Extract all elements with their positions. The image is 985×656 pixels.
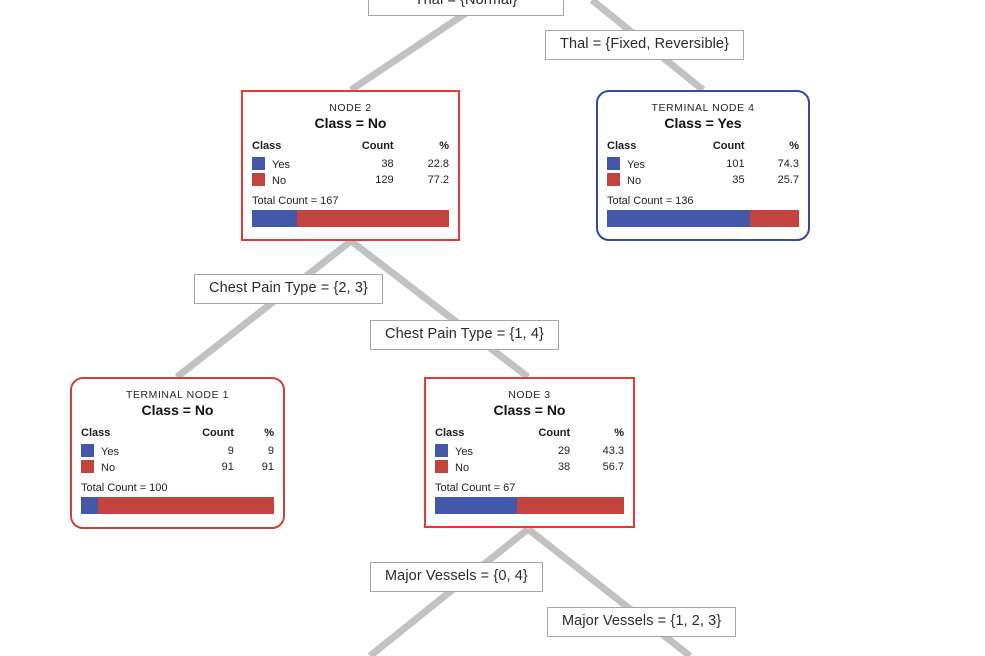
row-count: 35 bbox=[732, 174, 745, 186]
row-label: No bbox=[101, 462, 116, 474]
col-header-percent: % bbox=[789, 140, 799, 152]
table-row: No 129 77.2 bbox=[252, 172, 449, 188]
legend-swatch-yes bbox=[435, 444, 448, 457]
legend-swatch-yes bbox=[607, 157, 620, 170]
col-header-count: Count bbox=[712, 140, 745, 152]
bar-segment-no bbox=[296, 210, 449, 227]
node-title: TERMINAL NODE 1 bbox=[126, 389, 229, 401]
node-card-node-2[interactable]: NODE 2 Class = No Class Count % Yes 38 2… bbox=[241, 90, 460, 241]
table-row: Yes 101 74.3 bbox=[607, 156, 799, 172]
row-count: 129 bbox=[375, 174, 394, 186]
bar-segment-no bbox=[749, 210, 799, 227]
edge-label-thal-normal[interactable]: Thal = {Normal} bbox=[368, 0, 564, 16]
row-percent: 25.7 bbox=[777, 174, 799, 186]
col-header-class: Class bbox=[435, 427, 465, 439]
edge-label-major-vessels-1-2-3[interactable]: Major Vessels = {1, 2, 3} bbox=[547, 607, 737, 637]
edge-root-to-node2 bbox=[349, 10, 468, 93]
edge-node2-to-terminal1 bbox=[174, 238, 354, 380]
bar-segment-yes bbox=[81, 497, 99, 514]
row-count: 9 bbox=[227, 445, 234, 457]
table-row: No 35 25.7 bbox=[607, 172, 799, 188]
col-header-count: Count bbox=[538, 427, 571, 439]
edge-label-chest-pain-2-3[interactable]: Chest Pain Type = {2, 3} bbox=[194, 274, 383, 304]
edge-label-chest-pain-1-4[interactable]: Chest Pain Type = {1, 4} bbox=[370, 320, 559, 350]
node-class-table: Class Count % Yes 9 9 No 91 bbox=[81, 427, 274, 475]
total-count-label: Total Count = 67 bbox=[435, 482, 516, 494]
row-label: Yes bbox=[627, 159, 645, 171]
row-label: Yes bbox=[455, 446, 473, 458]
col-header-class: Class bbox=[607, 140, 637, 152]
row-percent: 22.8 bbox=[427, 158, 449, 170]
row-count: 91 bbox=[221, 461, 234, 473]
table-row: Yes 29 43.3 bbox=[435, 443, 624, 459]
node-title: NODE 3 bbox=[508, 389, 551, 401]
row-percent: 74.3 bbox=[777, 158, 799, 170]
row-label: Yes bbox=[272, 159, 290, 171]
edge-node3-to-left-child bbox=[367, 526, 531, 656]
row-count: 38 bbox=[557, 461, 571, 473]
bar-segment-yes bbox=[607, 210, 750, 227]
table-header-row: Class Count % bbox=[435, 427, 624, 443]
col-header-count: Count bbox=[202, 427, 234, 439]
edge-label-thal-fixed-reversible[interactable]: Thal = {Fixed, Reversible} bbox=[545, 30, 745, 60]
row-count: 38 bbox=[381, 158, 394, 170]
table-row: No 38 56.7 bbox=[435, 459, 624, 475]
col-header-percent: % bbox=[264, 427, 274, 439]
class-distribution-bar bbox=[607, 210, 799, 227]
node-card-terminal-node-4[interactable]: TERMINAL NODE 4 Class = Yes Class Count … bbox=[596, 90, 810, 241]
total-count-label: Total Count = 100 bbox=[81, 482, 168, 494]
edge-node3-to-right-child bbox=[525, 526, 693, 656]
total-count-label: Total Count = 136 bbox=[607, 195, 694, 207]
node-card-terminal-node-1[interactable]: TERMINAL NODE 1 Class = No Class Count %… bbox=[70, 377, 285, 529]
row-percent: 9 bbox=[267, 445, 274, 457]
node-class-label: Class = No bbox=[493, 402, 566, 418]
class-distribution-bar bbox=[81, 497, 274, 514]
bar-segment-no bbox=[98, 497, 274, 514]
legend-swatch-no bbox=[81, 460, 94, 473]
node-title: TERMINAL NODE 4 bbox=[651, 102, 755, 114]
table-header-row: Class Count % bbox=[81, 427, 274, 443]
table-row: Yes 38 22.8 bbox=[252, 156, 449, 172]
row-label: No bbox=[272, 175, 287, 187]
legend-swatch-no bbox=[435, 460, 448, 473]
node-class-table: Class Count % Yes 38 22.8 No 129 bbox=[252, 140, 449, 188]
row-percent: 77.2 bbox=[427, 174, 449, 186]
bar-segment-yes bbox=[252, 210, 297, 227]
bar-segment-yes bbox=[435, 497, 517, 514]
node-class-table: Class Count % Yes 29 43.3 No 38 bbox=[435, 427, 624, 475]
edge-label-major-vessels-0-4[interactable]: Major Vessels = {0, 4} bbox=[370, 562, 543, 592]
node-card-node-3[interactable]: NODE 3 Class = No Class Count % Yes 29 4… bbox=[424, 377, 635, 528]
col-header-percent: % bbox=[614, 427, 624, 439]
node-class-table: Class Count % Yes 101 74.3 No 35 bbox=[607, 140, 799, 188]
col-header-count: Count bbox=[361, 140, 394, 152]
table-row: No 91 91 bbox=[81, 459, 274, 475]
table-header-row: Class Count % bbox=[607, 140, 799, 156]
col-header-percent: % bbox=[439, 140, 449, 152]
row-percent: 91 bbox=[261, 461, 274, 473]
legend-swatch-yes bbox=[81, 444, 94, 457]
row-count: 29 bbox=[557, 445, 571, 457]
legend-swatch-no bbox=[252, 173, 265, 186]
col-header-class: Class bbox=[81, 427, 111, 439]
total-count-label: Total Count = 167 bbox=[252, 195, 339, 207]
row-label: No bbox=[455, 462, 470, 474]
class-distribution-bar bbox=[252, 210, 449, 227]
col-header-class: Class bbox=[252, 140, 282, 152]
node-class-label: Class = Yes bbox=[664, 115, 742, 131]
row-label: No bbox=[627, 175, 642, 187]
table-header-row: Class Count % bbox=[252, 140, 449, 156]
legend-swatch-yes bbox=[252, 157, 265, 170]
node-title: NODE 2 bbox=[329, 102, 372, 114]
legend-swatch-no bbox=[607, 173, 620, 186]
row-label: Yes bbox=[101, 446, 119, 458]
bar-segment-no bbox=[516, 497, 624, 514]
row-percent: 43.3 bbox=[602, 445, 624, 457]
node-class-label: Class = No bbox=[141, 402, 214, 418]
node-class-label: Class = No bbox=[314, 115, 387, 131]
edge-node2-to-node3 bbox=[348, 238, 531, 380]
row-percent: 56.7 bbox=[602, 461, 624, 473]
class-distribution-bar bbox=[435, 497, 624, 514]
table-row: Yes 9 9 bbox=[81, 443, 274, 459]
row-count: 101 bbox=[726, 158, 745, 170]
